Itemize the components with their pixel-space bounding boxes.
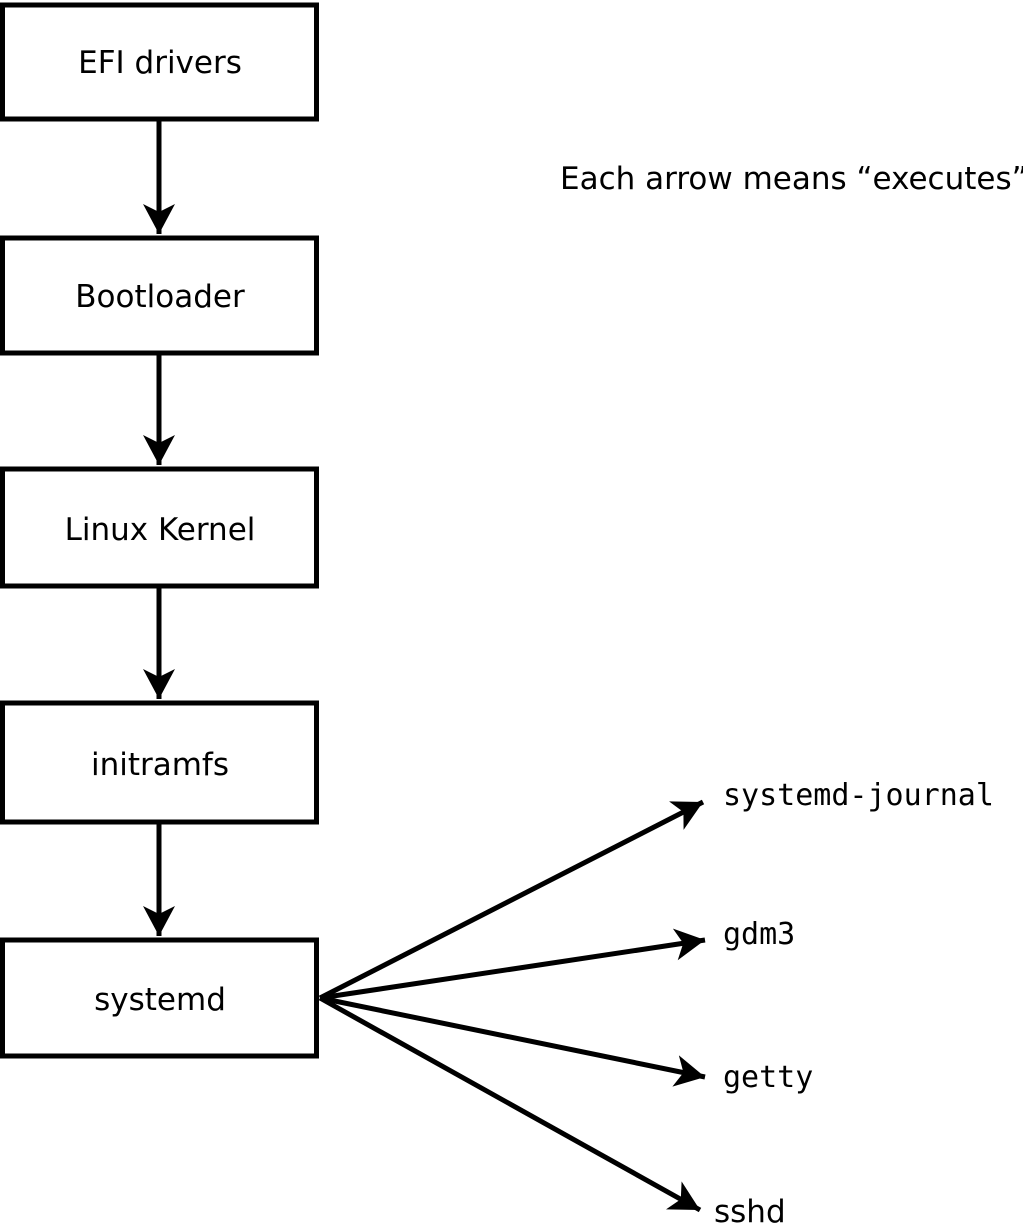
node-efi-drivers-label: EFI drivers	[78, 45, 242, 81]
node-linux-kernel: Linux Kernel	[0, 466, 319, 589]
arrow-systemd-to-sshd	[318, 995, 702, 1213]
node-initramfs: initramfs	[0, 700, 319, 825]
node-initramfs-box	[0, 700, 319, 825]
arrow-systemd-to-getty	[319, 995, 706, 1087]
node-linux-kernel-label: Linux Kernel	[65, 512, 256, 548]
node-systemd: systemd	[0, 937, 319, 1059]
target-label-sshd: sshd	[714, 1194, 786, 1230]
node-linux-kernel-box	[0, 466, 319, 589]
node-efi-drivers-box	[0, 2, 319, 122]
arrow-legend-text: Each arrow means “executes”.	[560, 161, 1023, 197]
target-label-gdm3: gdm3	[723, 917, 795, 952]
node-efi-drivers: EFI drivers	[0, 2, 319, 122]
node-systemd-box	[0, 937, 319, 1059]
node-systemd-label: systemd	[94, 982, 226, 1018]
arrow-systemd-to-systemd-journal	[318, 799, 705, 1001]
arrow-systemd-to-gdm3	[319, 928, 706, 1001]
node-bootloader-box	[0, 235, 319, 356]
node-bootloader: Bootloader	[0, 235, 319, 356]
node-bootloader-label: Bootloader	[75, 279, 245, 315]
target-label-getty: getty	[723, 1060, 813, 1095]
target-label-systemd-journal: systemd-journal	[723, 778, 994, 813]
node-initramfs-label: initramfs	[91, 747, 229, 783]
